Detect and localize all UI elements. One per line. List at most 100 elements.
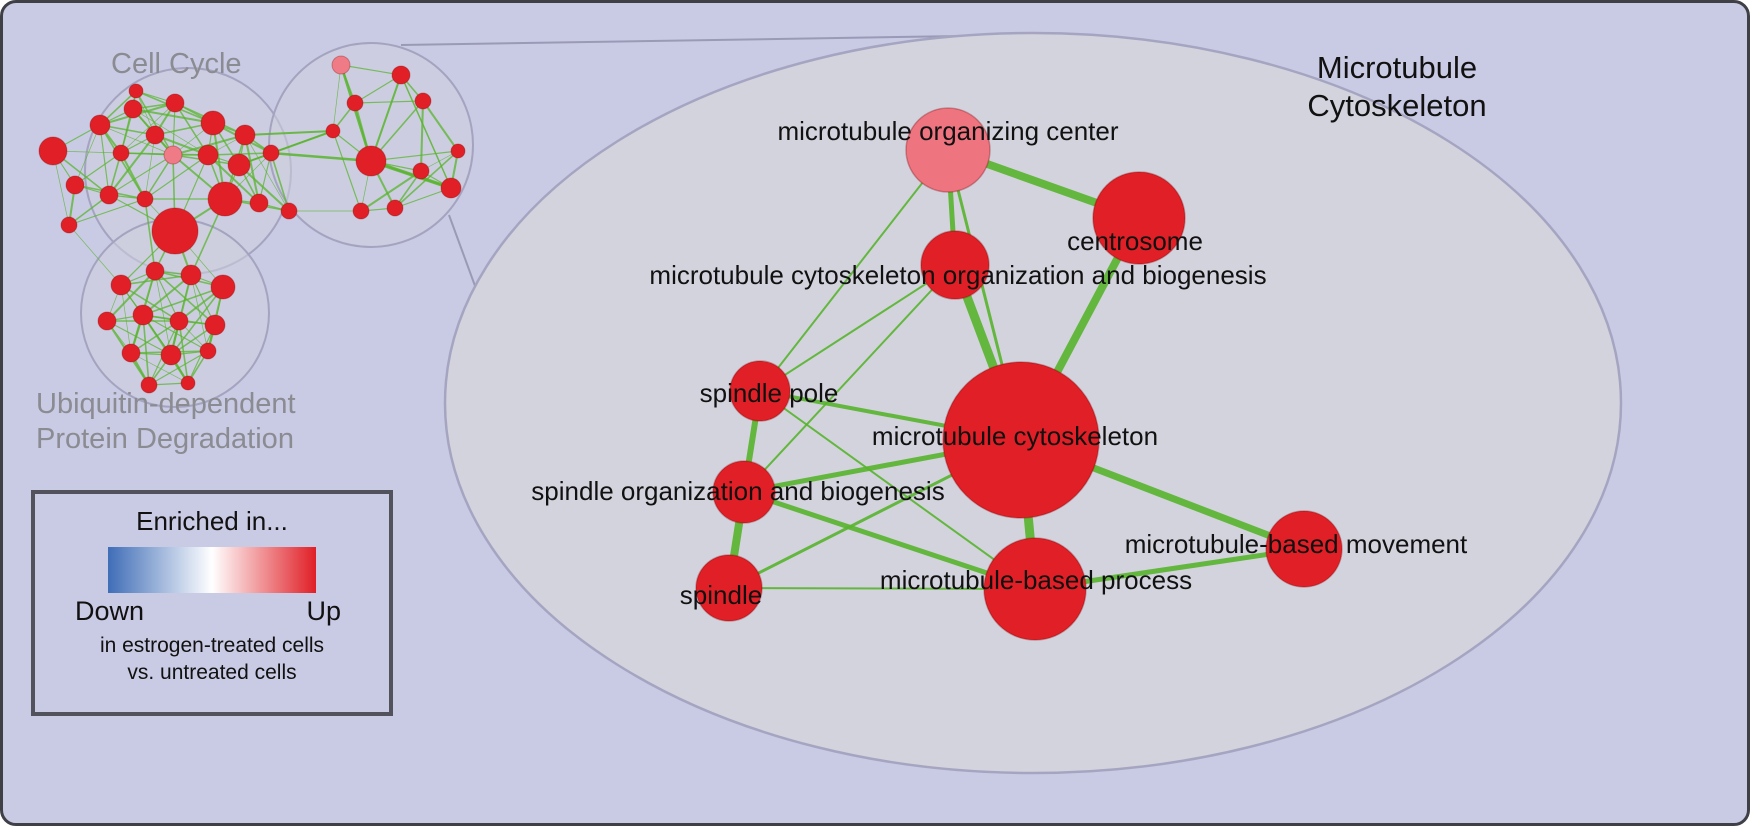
overview-edge xyxy=(99,124,110,196)
node-label-centrosome: centrosome xyxy=(1067,226,1203,256)
node-mc[interactable] xyxy=(942,361,1100,519)
overview-edge xyxy=(332,64,342,132)
overview-node-12[interactable] xyxy=(262,144,280,162)
overview-node-11[interactable] xyxy=(227,153,251,177)
node-mcob[interactable] xyxy=(920,230,990,300)
overview-edge xyxy=(332,130,362,212)
node-centrosome[interactable] xyxy=(1092,171,1186,265)
legend: Enriched in... Down Up in estrogen-treat… xyxy=(31,490,393,716)
overview-edge xyxy=(99,124,174,156)
overview-edge xyxy=(106,320,172,356)
node-label-spindle_pole: spindle pole xyxy=(700,378,839,408)
overview-node-34[interactable] xyxy=(180,264,202,286)
overview-node-8[interactable] xyxy=(112,144,130,162)
overview-node-37[interactable] xyxy=(132,304,154,326)
edge-spindle_pole-mbp xyxy=(759,390,1036,590)
zoom-nodes xyxy=(695,107,1343,641)
overview-node-29[interactable] xyxy=(386,199,404,217)
node-label-mbp: microtubule-based process xyxy=(880,565,1192,595)
overview-node-41[interactable] xyxy=(160,344,182,366)
overview-node-17[interactable] xyxy=(249,193,269,213)
overview-node-19[interactable] xyxy=(151,207,199,255)
node-spindle_pole[interactable] xyxy=(729,360,791,422)
overview-node-32[interactable] xyxy=(110,274,132,296)
overview-node-5[interactable] xyxy=(200,110,226,136)
overview-edge xyxy=(144,154,209,200)
overview-node-6[interactable] xyxy=(234,124,256,146)
overview-node-31[interactable] xyxy=(450,143,466,159)
overview-node-35[interactable] xyxy=(210,274,236,300)
node-label-mcob: microtubule cytoskeleton organization an… xyxy=(649,260,1266,290)
cluster-label-ubiquitin: Ubiquitin-dependent Protein Degradation xyxy=(36,387,296,457)
overview-node-40[interactable] xyxy=(121,343,141,363)
network-canvas: microtubule organizing center centrosome m… xyxy=(38,31,1623,775)
overview-edge xyxy=(244,134,290,212)
overview-node-4[interactable] xyxy=(165,93,185,113)
overview-node-1[interactable] xyxy=(89,114,111,136)
overview-node-42[interactable] xyxy=(199,342,217,360)
overview-node-36[interactable] xyxy=(97,311,117,331)
overview-edge xyxy=(130,320,180,354)
legend-color-gradient xyxy=(108,547,316,593)
overview-edge xyxy=(238,164,290,212)
overview-node-30[interactable] xyxy=(352,202,370,220)
overview-node-2[interactable] xyxy=(123,99,143,119)
legend-up-label: Up xyxy=(306,596,341,626)
overview-edge xyxy=(68,198,146,226)
overview-node-14[interactable] xyxy=(99,185,119,205)
overview-node-39[interactable] xyxy=(204,314,226,336)
node-mbm[interactable] xyxy=(1265,510,1343,588)
overview-node-21[interactable] xyxy=(331,55,351,75)
overview-node-28[interactable] xyxy=(440,177,462,199)
legend-down-label: Down xyxy=(75,596,145,626)
overview-edge xyxy=(68,224,122,286)
overview-edge xyxy=(135,90,174,156)
overview-edge xyxy=(170,286,224,356)
overview-node-0[interactable] xyxy=(38,136,68,166)
node-spindle[interactable] xyxy=(695,554,763,622)
overview-edge xyxy=(172,134,246,156)
overview-edge xyxy=(419,100,425,172)
zoom-cluster-title: Microtubule Cytoskeleton xyxy=(1257,49,1537,125)
overview-edge xyxy=(144,198,156,272)
overview-edge xyxy=(142,286,224,316)
overview-edge xyxy=(244,130,334,136)
node-label-moc: microtubule organizing center xyxy=(777,116,1118,146)
overview-node-7[interactable] xyxy=(145,125,165,145)
overview-node-15[interactable] xyxy=(136,190,154,208)
cluster-circle-microtubule xyxy=(268,42,474,248)
overview-edge xyxy=(132,107,214,125)
overview-node-9[interactable] xyxy=(163,145,183,165)
overview-node-20[interactable] xyxy=(60,216,78,234)
overview-node-24[interactable] xyxy=(414,92,432,110)
overview-node-16[interactable] xyxy=(207,181,243,217)
overview-node-13[interactable] xyxy=(65,175,85,195)
node-mbp[interactable] xyxy=(983,537,1087,641)
cluster-label-cell-cycle: Cell Cycle xyxy=(111,48,242,80)
edge-sob-mbp xyxy=(741,489,1038,592)
ubiquitin-label-line1: Ubiquitin-dependent xyxy=(36,388,296,420)
overview-node-22[interactable] xyxy=(391,65,411,85)
overview-edge xyxy=(142,274,192,316)
overview-node-44[interactable] xyxy=(180,375,196,391)
overview-node-25[interactable] xyxy=(325,123,341,139)
overview-edge xyxy=(354,100,424,104)
overview-node-38[interactable] xyxy=(169,311,189,331)
node-moc[interactable] xyxy=(905,107,991,193)
overview-edge xyxy=(142,314,150,386)
overview-edge xyxy=(370,74,402,162)
overview-node-18[interactable] xyxy=(280,202,298,220)
overview-node-26[interactable] xyxy=(355,145,387,177)
overview-node-10[interactable] xyxy=(197,144,219,166)
overview-node-3[interactable] xyxy=(128,83,144,99)
overview-node-33[interactable] xyxy=(145,261,165,281)
overview-node-43[interactable] xyxy=(140,376,158,394)
overview-edge xyxy=(120,152,146,200)
overview-edge xyxy=(130,352,189,384)
node-sob[interactable] xyxy=(712,460,776,524)
overview-edge xyxy=(108,134,156,196)
overview-node-23[interactable] xyxy=(346,94,364,112)
overview-edge xyxy=(108,154,174,196)
overview-node-27[interactable] xyxy=(412,162,430,180)
legend-subtitle-line2: vs. untreated cells xyxy=(127,661,297,684)
